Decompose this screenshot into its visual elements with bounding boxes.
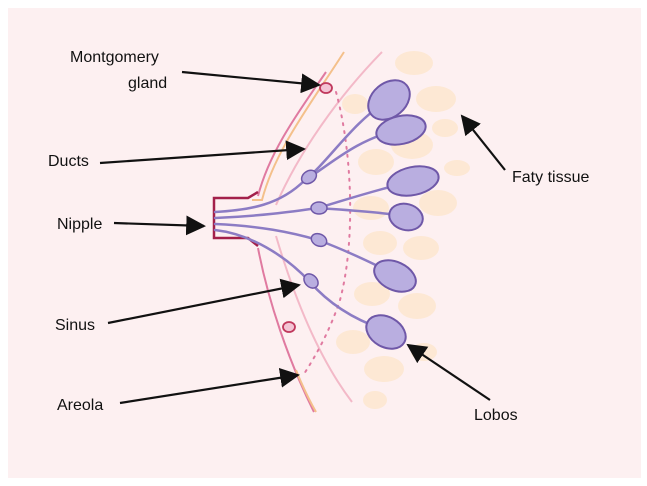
label-lobos: Lobos <box>474 407 518 424</box>
breast-anatomy-diagram: Montgomery gland Ducts Nipple Sinus Areo… <box>8 8 641 478</box>
label-sinus: Sinus <box>55 317 95 334</box>
label-nipple: Nipple <box>57 216 102 233</box>
label-fatty-tissue: Faty tissue <box>512 169 589 186</box>
label-ducts: Ducts <box>48 153 89 170</box>
label-montgomery-line2: gland <box>128 75 167 92</box>
label-montgomery-line1: Montgomery <box>70 49 159 66</box>
label-areola: Areola <box>57 397 103 414</box>
